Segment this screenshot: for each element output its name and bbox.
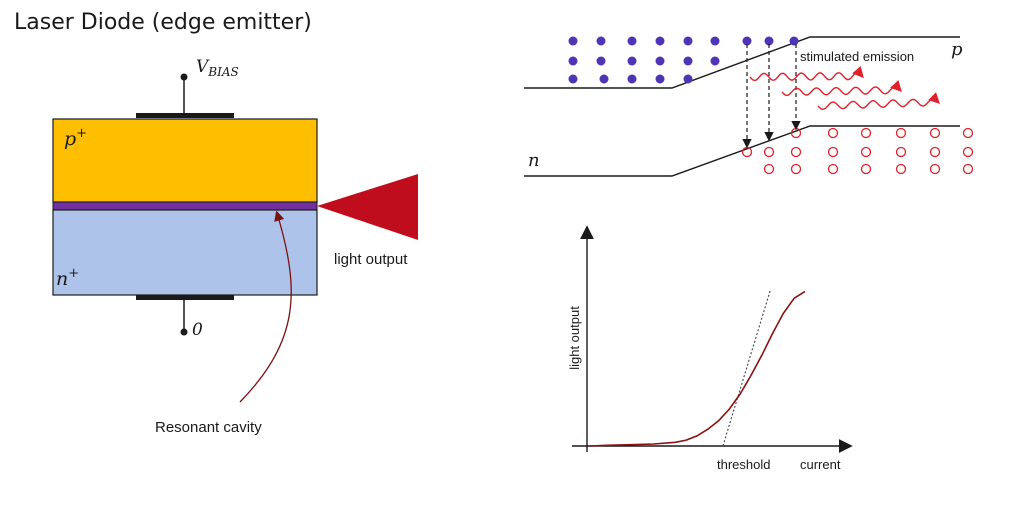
electron-dot xyxy=(568,74,578,84)
stimulated-emission-label: stimulated emission xyxy=(800,49,914,64)
electron-dot xyxy=(655,74,665,84)
band-n-label: n xyxy=(528,150,540,171)
light-output-label: light output xyxy=(334,251,408,268)
electron-dot xyxy=(655,36,665,46)
hole-circle xyxy=(962,127,974,139)
electron-dot xyxy=(742,36,752,46)
electron-dot xyxy=(596,56,606,66)
cavity-pointer-arrow xyxy=(239,210,292,403)
electron-dot xyxy=(627,36,637,46)
electron-dot xyxy=(627,56,637,66)
electron-dot xyxy=(596,36,606,46)
hole-circle xyxy=(895,127,907,139)
ground-terminal-dot xyxy=(180,328,188,336)
electron-dot xyxy=(655,56,665,66)
electron-dot xyxy=(568,36,578,46)
electron-dot xyxy=(683,74,693,84)
hole-circle xyxy=(895,146,907,158)
n-plus-region xyxy=(52,209,318,296)
hole-circle xyxy=(929,163,941,175)
valence-band-edge xyxy=(524,125,960,177)
electron-dot xyxy=(683,56,693,66)
hole-circle xyxy=(860,146,872,158)
x-axis-label: current xyxy=(800,457,841,472)
threshold-label: threshold xyxy=(717,457,770,472)
active-layer xyxy=(52,201,318,211)
p-plus-label: p+ xyxy=(64,126,87,150)
bottom-contact xyxy=(136,295,234,300)
photon-wave-2 xyxy=(781,80,902,97)
electron-dot xyxy=(764,36,774,46)
hole-circle xyxy=(929,127,941,139)
band-p-label: p xyxy=(951,39,963,60)
ground-label: 0 xyxy=(192,320,203,340)
y-axis-label: light output xyxy=(567,306,582,370)
hole-circle xyxy=(790,163,802,175)
hole-circles xyxy=(741,127,974,175)
hole-circle xyxy=(763,163,775,175)
electron-dot xyxy=(710,56,720,66)
photon-wave-3 xyxy=(817,92,940,111)
hole-circle xyxy=(962,163,974,175)
threshold-extrapolation-line xyxy=(722,289,771,447)
hole-circle xyxy=(790,146,802,158)
resonant-cavity-label: Resonant cavity xyxy=(155,419,262,436)
electron-dot xyxy=(627,74,637,84)
light-output-beam xyxy=(317,174,418,240)
electron-dots xyxy=(568,36,799,84)
hole-circle xyxy=(763,146,775,158)
hole-circle xyxy=(929,146,941,158)
n-plus-label: n+ xyxy=(56,266,79,290)
diagram-title: Laser Diode (edge emitter) xyxy=(14,10,312,35)
conduction-band-edge xyxy=(524,36,960,89)
hole-circle xyxy=(827,163,839,175)
electron-dot xyxy=(599,74,609,84)
electron-dot xyxy=(568,56,578,66)
hole-circle xyxy=(962,146,974,158)
hole-circle xyxy=(827,146,839,158)
band-diagram: p n stimulated emission xyxy=(524,36,974,177)
bias-label: VBIAS xyxy=(196,57,239,79)
hole-circle xyxy=(860,163,872,175)
hole-circle xyxy=(895,163,907,175)
electron-dot xyxy=(710,36,720,46)
electron-dot xyxy=(683,36,693,46)
hole-circle xyxy=(790,127,802,139)
light-output-curve xyxy=(588,290,806,447)
device-structure: VBIAS p+ n+ 0 light output Resonant cavi… xyxy=(52,57,418,436)
electron-dot xyxy=(789,36,799,46)
bias-terminal-dot xyxy=(180,73,188,81)
light-current-chart: threshold current light output xyxy=(567,225,853,472)
p-plus-region xyxy=(52,118,318,203)
top-contact xyxy=(136,113,234,118)
hole-circle xyxy=(860,127,872,139)
hole-circle xyxy=(827,127,839,139)
photon-wave-1 xyxy=(749,65,864,82)
